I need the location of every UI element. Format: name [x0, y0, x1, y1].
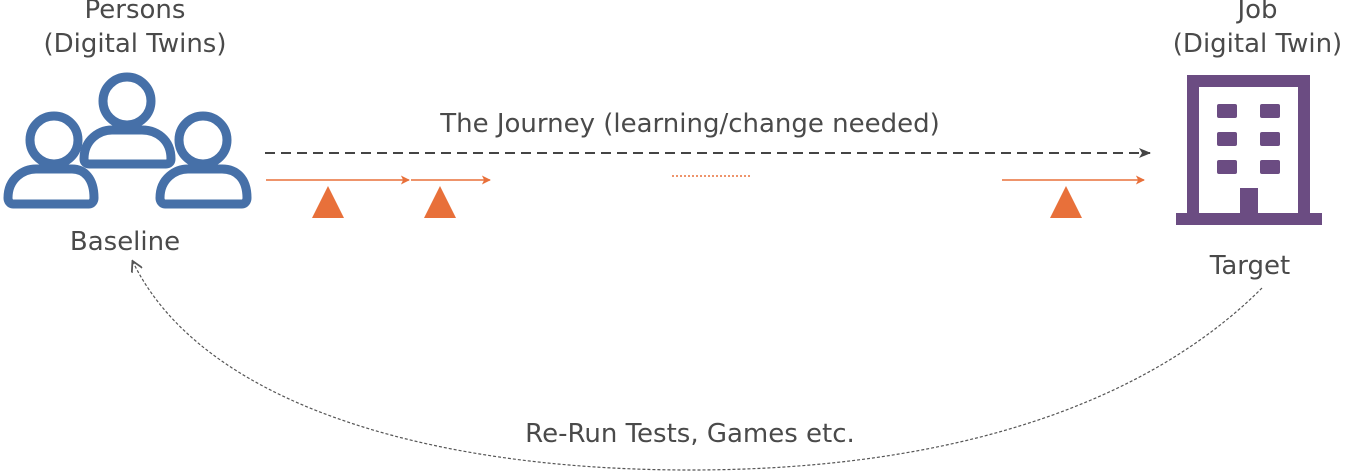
persons-title-line1: Persons [84, 0, 186, 25]
job-title: Job (Digital Twin) [1150, 0, 1349, 62]
persons-title: Persons (Digital Twins) [20, 0, 250, 62]
persons-title-line2: (Digital Twins) [43, 28, 227, 59]
office-building-icon [1176, 75, 1322, 225]
step-triangle-1 [312, 186, 344, 218]
job-title-line2: (Digital Twin) [1172, 28, 1343, 59]
job-title-line1: Job [1237, 0, 1278, 25]
people-group-icon [3, 72, 252, 209]
baseline-label: Baseline [69, 227, 181, 257]
step-triangle-3 [1050, 186, 1082, 218]
step-triangle-2 [424, 186, 456, 218]
feedback-loop-arrow [133, 262, 1263, 471]
rerun-label: Re-Run Tests, Games etc. [525, 419, 855, 449]
journey-steps [266, 175, 1145, 218]
journey-label: The Journey (learning/change needed) [440, 109, 940, 139]
target-label: Target [1209, 251, 1291, 281]
